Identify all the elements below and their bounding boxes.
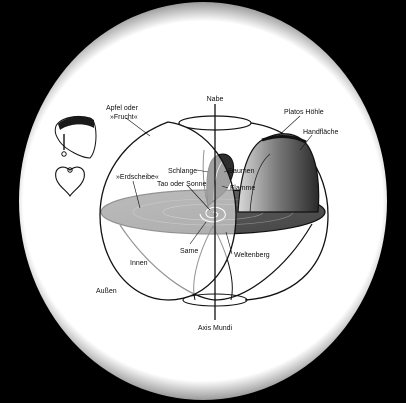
leader-lines [125,115,313,255]
apple-fruit-icon [54,115,97,159]
label-weltenberg: Weltenberg [234,252,270,259]
label-nabe: Nabe [207,96,224,103]
front-lobe [99,121,237,301]
label-apfel-line2: »Frucht« [110,114,138,121]
label-platos-hoehle: Platos Höhle [284,109,324,116]
label-daumen: Daumen [228,168,255,175]
heart-icon [55,166,85,197]
label-innen: Innen [130,260,148,267]
label-apfel-line1: Apfel oder [106,105,139,112]
label-schlange: Schlange [168,168,197,175]
platos-cave [237,133,320,213]
label-axis-mundi: Axis Mundi [198,325,233,332]
cave-rim [261,135,307,144]
label-flamme: Flamme [230,185,255,192]
label-handflaeche: Handfläche [303,129,339,136]
label-same: Same [180,248,198,255]
label-erdscheibe: »Erdscheibe« [116,174,159,181]
label-aussen: Außen [96,288,117,295]
label-tao-oder-sonne: Tao oder Sonne [157,181,207,188]
cave-inner-line [249,153,271,213]
